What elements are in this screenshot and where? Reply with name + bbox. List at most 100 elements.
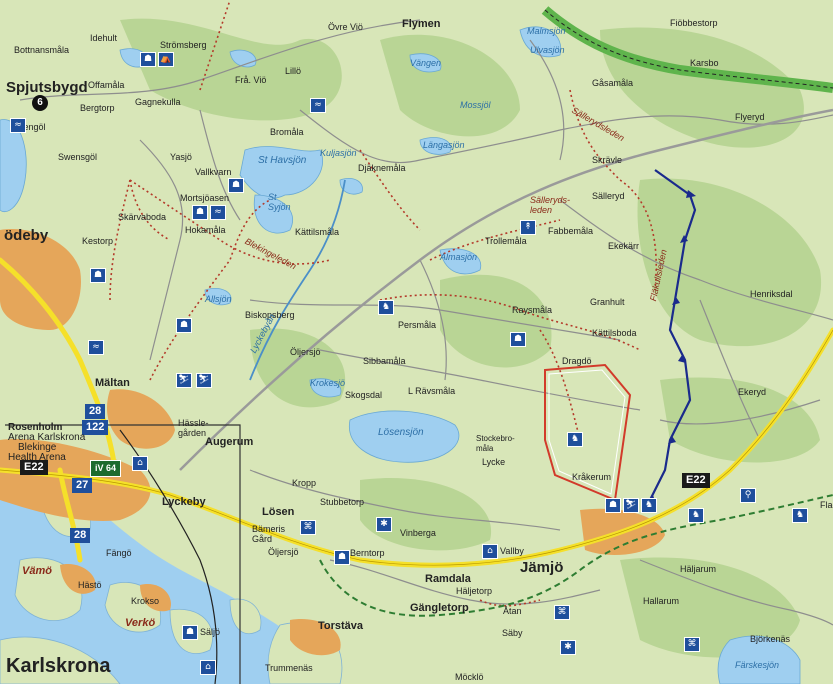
place-trollemala: Trollemåla — [485, 236, 527, 246]
swimming-icon: ≈ — [210, 205, 226, 220]
place-djakmala: Djäknemåla — [358, 163, 406, 173]
road-shield-27: 27 — [72, 478, 93, 493]
place-oljersjo2: Öljersjö — [268, 547, 299, 557]
lakes — [0, 26, 801, 684]
place-mocklo: Möcklö — [455, 672, 484, 682]
water-malmsjon: Malmsjön — [527, 26, 566, 36]
water-krokesjo: Krokesjö — [310, 378, 346, 388]
trail-salleryds-leden: Sälleryds- leden — [530, 195, 571, 215]
place-bergtorp: Bergtorp — [80, 103, 115, 113]
place-bromala: Bromåla — [270, 127, 304, 137]
place-lycke: Lycke — [482, 457, 506, 467]
place-persmala: Persmåla — [398, 320, 437, 330]
hiking-icon: ☗ — [605, 498, 621, 513]
red-trails — [109, 0, 658, 607]
water-losensjon: Lösensjön — [378, 427, 424, 438]
horse-riding-icon: ♞ — [688, 508, 704, 523]
place-gasamala: Gåsamåla — [592, 78, 634, 88]
fishing-icon: ↟ — [520, 220, 536, 235]
lake-allsjon — [204, 288, 232, 306]
lake-langasjon — [419, 137, 452, 155]
hiking-icon: ⛺ — [158, 52, 174, 67]
water-mossjol: Mossjöl — [460, 100, 491, 110]
water-ulvasjon: Ulvasjön — [530, 45, 565, 55]
bicycle-icon: ⚲ — [740, 488, 756, 503]
place-skravle: Skrävle — [592, 155, 623, 165]
clover-icon: ⌘ — [554, 605, 570, 620]
place-lillo: Lillö — [285, 66, 302, 76]
place-krokso: Krokso — [131, 596, 160, 606]
place-fobbestorp: Fiöbbestorp — [670, 18, 718, 28]
lake-malmsjon — [519, 26, 562, 58]
horse-riding-icon: ♞ — [378, 300, 394, 315]
place-idehult: Idehult — [90, 33, 118, 43]
place-gagnekulla: Gagnekulla — [135, 97, 181, 107]
place-fabbemala: Fabbemåla — [548, 226, 594, 236]
place-mortsjoasen: Mortsjöasen — [180, 193, 230, 203]
town-odeby — [0, 229, 81, 330]
canoe-icon: ✱ — [376, 517, 392, 532]
place-torstava: Torstäva — [318, 620, 364, 632]
place-haljetorp: Häljetorp — [456, 586, 493, 596]
lake-vangen — [409, 53, 442, 73]
place-kattilsmala: Kättilsmåla — [295, 227, 340, 237]
road-shield-6: 6 — [32, 95, 48, 111]
place-hasto: Hästö — [78, 580, 102, 590]
town-torstava — [290, 619, 341, 656]
place-fra-vio: Frå. Viö — [235, 75, 267, 85]
horse-riding-icon: ♞ — [792, 508, 808, 523]
hiking-icon: ☗ — [334, 550, 350, 565]
blue-route — [649, 169, 697, 501]
road-shield-122: 122 — [82, 420, 109, 435]
place-granhult: Granhult — [590, 297, 625, 307]
place-bjorkenas: Björkenäs — [750, 634, 791, 644]
place-yasjo: Yasjö — [170, 152, 192, 162]
place-haljarum: Häljarum — [680, 564, 717, 574]
place-swensgol: Swensgöl — [58, 152, 98, 162]
place-flymen: Flymen — [402, 18, 441, 30]
place-ekekarr: Ekekärr — [608, 241, 640, 251]
water-farskesjon: Färskesjön — [735, 660, 780, 670]
place-saljo: Säljö — [200, 627, 221, 637]
hiking-icon: ☗ — [182, 625, 198, 640]
place-atan: Åtan — [503, 606, 522, 616]
place-stromsberg: Strömsberg — [160, 40, 207, 50]
place-rosenholm: Rosenholm — [8, 422, 63, 433]
water-allsjon: Allsjön — [205, 294, 232, 304]
hiking-icon: ☗ — [176, 318, 192, 333]
place-vinberga: Vinberga — [400, 528, 436, 538]
skiing-icon: ⛷ — [196, 373, 212, 388]
place-kestorp: Kestorp — [82, 236, 114, 246]
green-trail — [319, 494, 833, 617]
place-karsbo: Karsbo — [690, 58, 719, 68]
place-henriksdal: Henriksdal — [750, 289, 793, 299]
place-dragdo: Dragdö — [562, 356, 592, 366]
place-krakerum: Kråkerum — [572, 472, 612, 482]
place-flaca: Flaca — [820, 500, 833, 510]
horse-riding-icon: ♞ — [641, 498, 657, 513]
place-ravsmala: L Rävsmåla — [408, 386, 456, 396]
horse-riding-icon: ♞ — [567, 432, 583, 447]
place-lyckeby: Lyckeby — [162, 496, 206, 508]
place-losen: Lösen — [262, 506, 295, 518]
swimming-icon: ≈ — [88, 340, 104, 355]
place-verko: Verkö — [125, 617, 156, 629]
place-berntorp: Berntorp — [350, 548, 385, 558]
trail-loop-inner — [548, 369, 626, 495]
place-ekeryd: Ekeryd — [738, 387, 767, 397]
place-augerum: Augerum — [205, 436, 254, 448]
place-sibbamala: Sibbamåla — [363, 356, 406, 366]
clover-icon: ⌘ — [684, 637, 700, 652]
town-hassle — [107, 389, 175, 449]
place-biskopsberg: Biskopsberg — [245, 310, 295, 320]
place-fango: Fängö — [106, 548, 132, 558]
place-karlskrona: Karlskrona — [6, 655, 111, 677]
road-diagonal — [179, 108, 833, 471]
swimming-icon: ≈ — [10, 118, 26, 133]
skiing-icon: ⛷ — [176, 373, 192, 388]
place-salleryd: Sälleryd — [592, 191, 625, 201]
lake-st-havsjon — [239, 146, 323, 199]
road-shield-e22-west: E22 — [20, 460, 48, 475]
